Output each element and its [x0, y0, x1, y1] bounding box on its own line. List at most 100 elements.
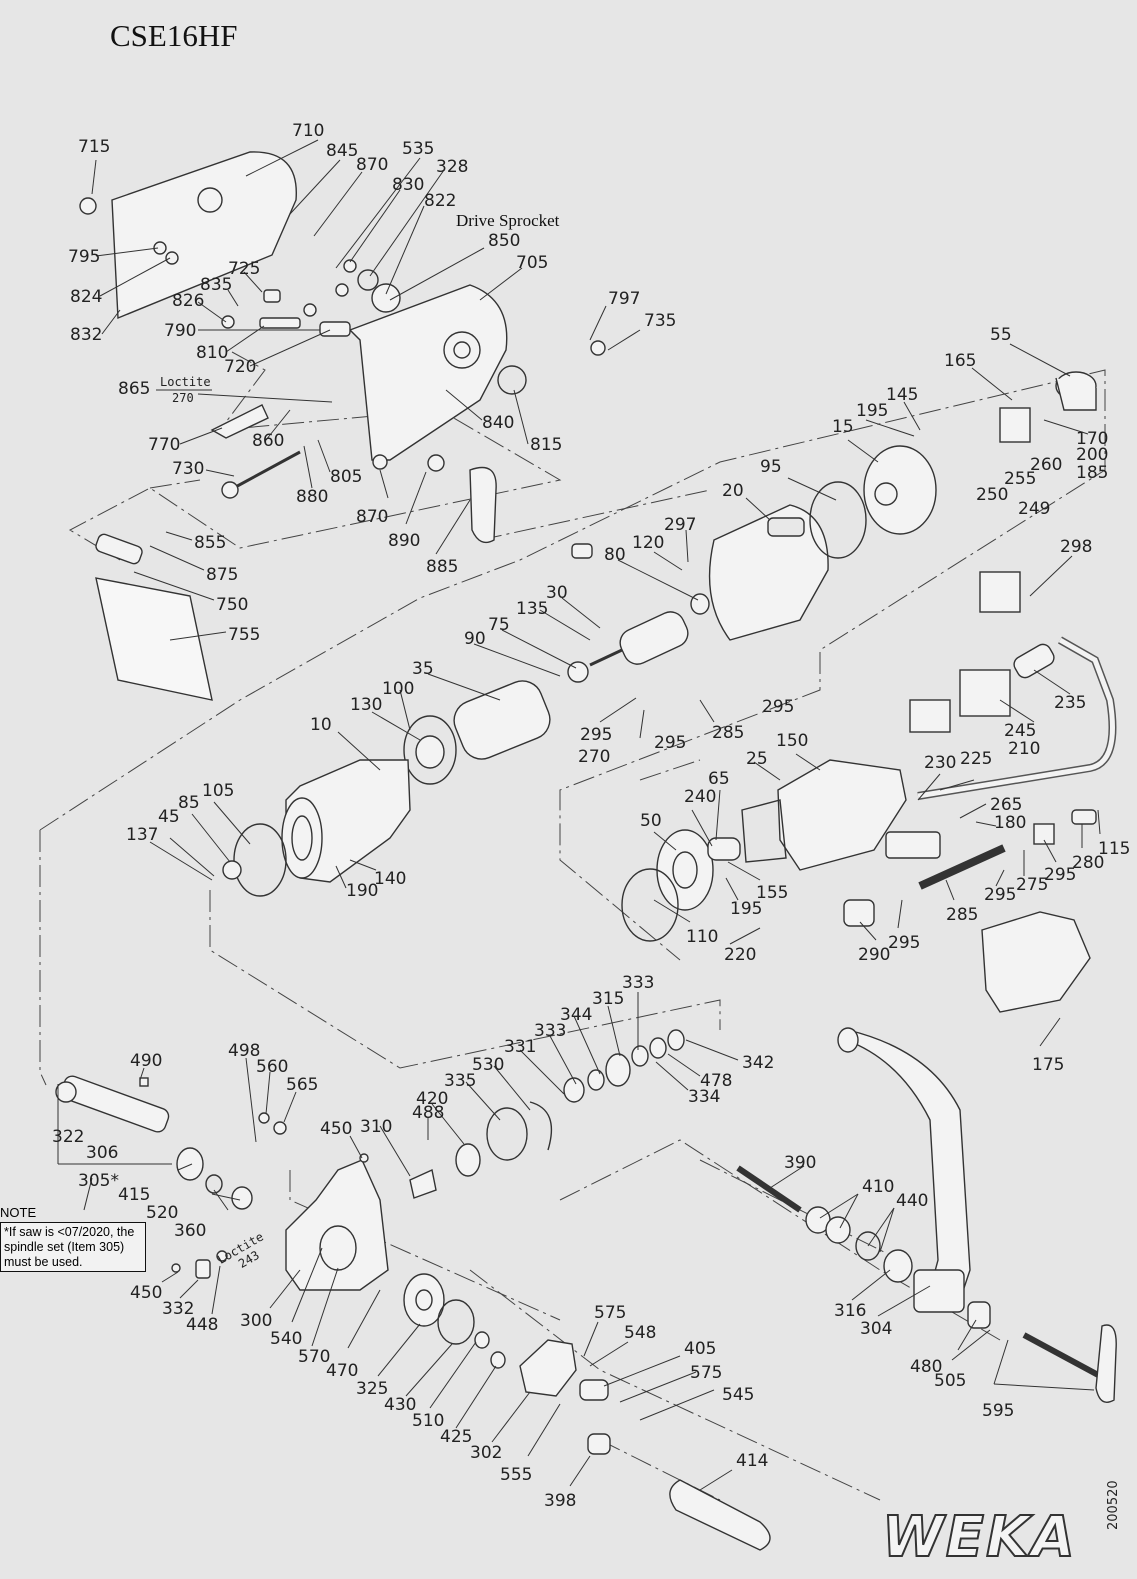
part-label: 295 [580, 725, 612, 745]
part-label: 310 [360, 1117, 392, 1137]
weka-logo: WEKA [881, 1504, 1077, 1571]
part-label: 270 [578, 747, 610, 767]
part-label: 306 [86, 1143, 118, 1163]
part-label: 865 [118, 379, 150, 399]
part-label: 175 [1032, 1055, 1064, 1075]
part-label: 325 [356, 1379, 388, 1399]
note-box: *If saw is <07/2020, the spindle set (It… [0, 1222, 146, 1272]
part-label: 185 [1076, 463, 1108, 483]
part-label: 470 [326, 1361, 358, 1381]
part-label: 840 [482, 413, 514, 433]
part-label: 335 [444, 1071, 476, 1091]
part-label: 165 [944, 351, 976, 371]
part-label: 297 [664, 515, 696, 535]
part-label: 315 [592, 989, 624, 1009]
note-title: NOTE [0, 1205, 37, 1220]
part-label: 295 [654, 733, 686, 753]
part-label: 280 [1072, 853, 1104, 873]
part-label: 230 [924, 753, 956, 773]
part-label: 30 [546, 583, 568, 603]
part-label: 300 [240, 1311, 272, 1331]
part-label: 255 [1004, 469, 1036, 489]
part-label: 65 [708, 769, 730, 789]
part-label: 10 [310, 715, 332, 735]
part-label: 25 [746, 749, 768, 769]
part-label: 45 [158, 807, 180, 827]
part-label: 505 [934, 1371, 966, 1391]
part-label: 710 [292, 121, 324, 141]
part-label: 95 [760, 457, 782, 477]
part-label: 115 [1098, 839, 1130, 859]
part-label: 548 [624, 1323, 656, 1343]
part-label: 150 [776, 731, 808, 751]
part-label: 140 [374, 869, 406, 889]
document-code: 200520 [1106, 1480, 1121, 1530]
part-label: 755 [228, 625, 260, 645]
part-label: 405 [684, 1339, 716, 1359]
part-label: 720 [224, 357, 256, 377]
part-label: 137 [126, 825, 158, 845]
part-label: 50 [640, 811, 662, 831]
loctite-label: Loctite [160, 375, 211, 389]
part-label: 790 [164, 321, 196, 341]
part-label: 540 [270, 1329, 302, 1349]
part-label: 797 [608, 289, 640, 309]
part-label: 250 [976, 485, 1008, 505]
part-label: 560 [256, 1057, 288, 1077]
part-label: 450 [130, 1283, 162, 1303]
part-label: 333 [534, 1021, 566, 1041]
drive-sprocket-annotation: Drive Sprocket [456, 211, 560, 230]
part-label: 195 [730, 899, 762, 919]
part-label: 130 [350, 695, 382, 715]
part-label: 555 [500, 1465, 532, 1485]
part-label: 245 [1004, 721, 1036, 741]
part-label: 425 [440, 1427, 472, 1447]
part-label: 520 [146, 1203, 178, 1223]
part-label: 855 [194, 533, 226, 553]
part-label: 448 [186, 1315, 218, 1335]
part-label: 822 [424, 191, 456, 211]
part-label: 195 [856, 401, 888, 421]
part-label: 260 [1030, 455, 1062, 475]
note-text: *If saw is <07/2020, the spindle set (It… [4, 1225, 135, 1269]
part-label: 875 [206, 565, 238, 585]
part-label: 390 [784, 1153, 816, 1173]
part-label: 105 [202, 781, 234, 801]
part-label: 450 [320, 1119, 352, 1139]
part-label: 285 [946, 905, 978, 925]
part-label: 265 [990, 795, 1022, 815]
part-label: 870 [356, 155, 388, 175]
part-label: 328 [436, 157, 468, 177]
part-label: 735 [644, 311, 676, 331]
part-label: 815 [530, 435, 562, 455]
part-labels: 715 710 845 870 535 830 328 822 850 705 … [52, 121, 1130, 1511]
part-label: 225 [960, 749, 992, 769]
part-shapes [55, 151, 1117, 1551]
part-label: 75 [488, 615, 510, 635]
part-label: 830 [392, 175, 424, 195]
part-label: 100 [382, 679, 414, 699]
part-label: 344 [560, 1005, 592, 1025]
part-label: 498 [228, 1041, 260, 1061]
part-label: 832 [70, 325, 102, 345]
part-label: 295 [762, 697, 794, 717]
part-label: 545 [722, 1385, 754, 1405]
part-label: 135 [516, 599, 548, 619]
part-label: 885 [426, 557, 458, 577]
part-label: 730 [172, 459, 204, 479]
part-label: 440 [896, 1191, 928, 1211]
part-label: 155 [756, 883, 788, 903]
part-label: 302 [470, 1443, 502, 1463]
part-label: 880 [296, 487, 328, 507]
part-label: 530 [472, 1055, 504, 1075]
part-label: 190 [346, 881, 378, 901]
part-label: 240 [684, 787, 716, 807]
part-label: 80 [604, 545, 626, 565]
part-label: 210 [1008, 739, 1040, 759]
part-label: 304 [860, 1319, 892, 1339]
model-title: CSE16HF [110, 18, 238, 53]
part-label: 360 [174, 1221, 206, 1241]
part-label: 295 [1044, 865, 1076, 885]
part-label: 795 [68, 247, 100, 267]
